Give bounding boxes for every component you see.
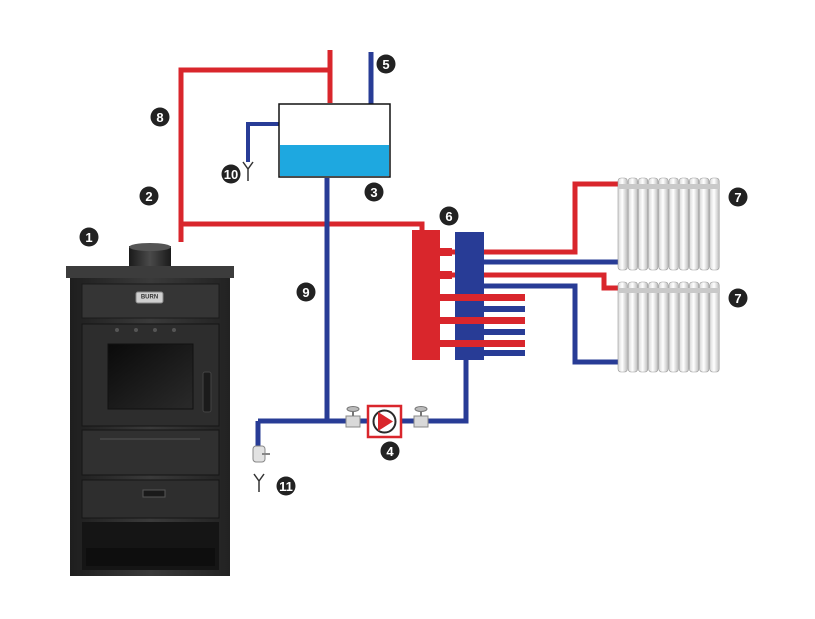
- callout-badge: [221, 164, 241, 184]
- drain-funnel-icon: [253, 473, 265, 492]
- callout-badge: [728, 187, 748, 207]
- callout-badge: [364, 182, 384, 202]
- radiator-lower-return: [484, 283, 620, 365]
- valve-left-handle: [346, 406, 360, 412]
- radiator-fin: [709, 281, 720, 373]
- callout-number: 9: [302, 285, 309, 300]
- hot-feed-pipe: [178, 67, 333, 242]
- callout-number: 2: [145, 189, 152, 204]
- stove: BURN: [66, 243, 234, 576]
- pipes: [178, 50, 620, 452]
- valve-left-body: [345, 415, 361, 428]
- callout-manifold: 6: [439, 206, 459, 226]
- callout-overflow-drain: 10: [221, 164, 241, 184]
- stove-brand-plate: [135, 291, 164, 304]
- radiator-fin: [658, 177, 669, 271]
- radiator-fin: [689, 177, 700, 271]
- return-bottom-pipe: [258, 358, 469, 424]
- callout-number: 11: [279, 479, 293, 494]
- callout-number: 10: [224, 167, 238, 182]
- pump-arrow-icon: [378, 412, 393, 431]
- callout-number: 7: [734, 291, 741, 306]
- radiator-fin: [678, 281, 689, 373]
- callout-drain-valve: 11: [276, 476, 296, 496]
- callout-radiator-upper: 7: [728, 187, 748, 207]
- callout-circulation-pump: 4: [380, 441, 400, 461]
- stove-brand-text: BURN: [141, 295, 158, 301]
- overflow-drain: [242, 161, 254, 181]
- radiator-fin: [668, 281, 679, 373]
- radiator-fin: [678, 177, 689, 271]
- overflow-funnel-icon: [242, 161, 254, 181]
- radiator-fin: [648, 281, 659, 373]
- drain-valve: [252, 445, 270, 492]
- callout-cold-supply: 5: [376, 54, 396, 74]
- radiator-fin: [689, 281, 700, 373]
- radiator-fin: [617, 281, 628, 373]
- valve-right-handle: [414, 406, 428, 412]
- radiator-fin: [668, 177, 679, 271]
- circulation-pump: [345, 404, 429, 439]
- radiator-header: [618, 288, 720, 293]
- callout-number: 1: [85, 230, 92, 245]
- radiator-header: [618, 184, 720, 189]
- radiator-fin: [699, 281, 710, 373]
- radiator-fin: [699, 177, 710, 271]
- overflow-pipe: [246, 122, 280, 162]
- manifold: [412, 230, 525, 360]
- callout-feed-pipe: 2: [139, 186, 159, 206]
- stove-chimney-top: [129, 243, 171, 251]
- radiator-fin: [627, 177, 638, 271]
- stove-ash-handle: [142, 489, 166, 498]
- callout-layer: 1 2 3 4 5 6 7 7 8 9 10 11: [79, 54, 748, 496]
- callout-badge: [380, 441, 400, 461]
- callout-expansion-tank: 3: [364, 182, 384, 202]
- stove-glass-window: [107, 343, 194, 410]
- callout-badge: [296, 282, 316, 302]
- callout-number: 4: [386, 444, 394, 459]
- callout-number: 3: [370, 185, 377, 200]
- stove-ash-drawer: [81, 479, 220, 519]
- callout-number: 6: [445, 209, 452, 224]
- callout-safety-pipe: 8: [150, 107, 170, 127]
- callout-return-pipe: 9: [296, 282, 316, 302]
- radiator-fin: [638, 281, 649, 373]
- radiator-fin: [627, 281, 638, 373]
- callout-number: 5: [382, 57, 389, 72]
- hot-main-to-manifold: [181, 221, 425, 234]
- callout-number: 7: [734, 190, 741, 205]
- manifold-hot-bar: [412, 230, 440, 360]
- radiator-fin: [709, 177, 720, 271]
- callout-badge: [276, 476, 296, 496]
- callout-radiator-lower: 7: [728, 288, 748, 308]
- radiator-lower: [617, 281, 720, 373]
- tank-water: [280, 145, 389, 176]
- stove-door-handle: [202, 371, 212, 413]
- radiator-lower-supply: [440, 272, 620, 291]
- stove-chimney: [129, 246, 171, 268]
- callout-badge: [376, 54, 396, 74]
- callout-badge: [150, 107, 170, 127]
- stove-middle-panel: [81, 429, 220, 476]
- valve-right-body: [413, 415, 429, 428]
- callout-badge: [728, 288, 748, 308]
- expansion-tank: [278, 103, 391, 178]
- callout-badge: [79, 227, 99, 247]
- callout-badge: [139, 186, 159, 206]
- callout-number: 8: [156, 110, 163, 125]
- stove-top-plate: [66, 266, 234, 278]
- radiator-fin: [638, 177, 649, 271]
- callout-badge: [439, 206, 459, 226]
- radiator-upper: [617, 177, 720, 271]
- radiator-fin: [658, 281, 669, 373]
- callout-stove: 1: [79, 227, 99, 247]
- radiator-upper-supply: [440, 181, 620, 255]
- radiator-fin: [617, 177, 628, 271]
- radiator-fin: [648, 177, 659, 271]
